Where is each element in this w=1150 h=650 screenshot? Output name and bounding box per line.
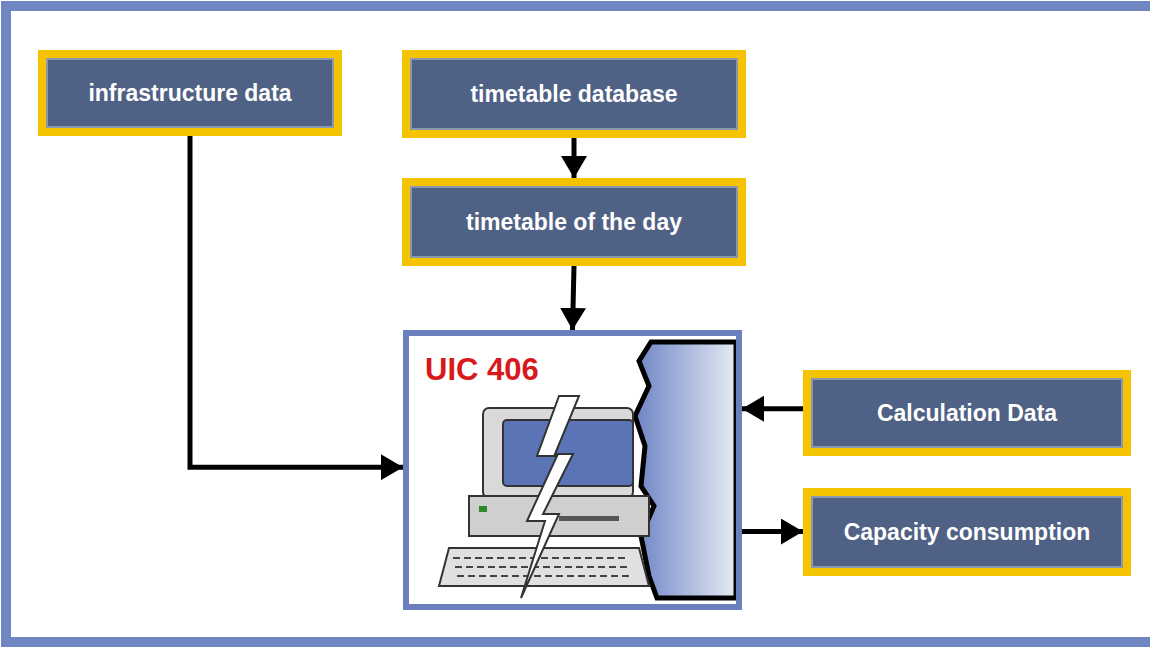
data-box: timetable database [402,50,746,138]
data-box: Calculation Data [803,370,1131,456]
data-box: timetable of the day [402,178,746,266]
flow-arrow [742,529,803,534]
tool-box: UIC 406 [403,330,742,610]
data-box: Capacity consumption [803,488,1131,576]
flow-arrow [572,138,577,178]
flow-arrow [742,406,803,411]
box-label: infrastructure data [78,80,301,107]
tool-title: UIC 406 [425,352,539,388]
outer-frame [6,6,1150,642]
flow-arrow [190,136,403,467]
box-label: timetable of the day [456,209,692,236]
box-label: Capacity consumption [834,519,1101,546]
flow-arrow [573,266,575,330]
box-label: Calculation Data [867,400,1067,427]
data-box: infrastructure data [38,50,342,136]
box-label: timetable database [460,81,687,108]
